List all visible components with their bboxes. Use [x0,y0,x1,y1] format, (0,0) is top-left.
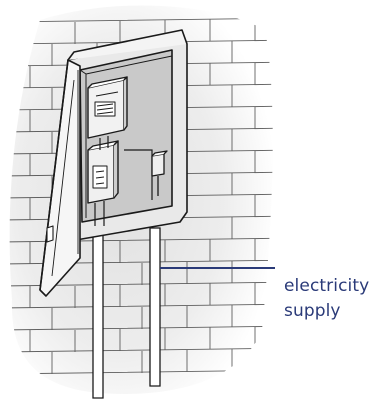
callout-label-electricity: electricity [284,275,369,297]
electricity-meter [88,77,127,138]
callout-label-supply: supply [284,300,341,322]
meter-box-casing [68,30,187,240]
service-cutout [88,141,118,203]
